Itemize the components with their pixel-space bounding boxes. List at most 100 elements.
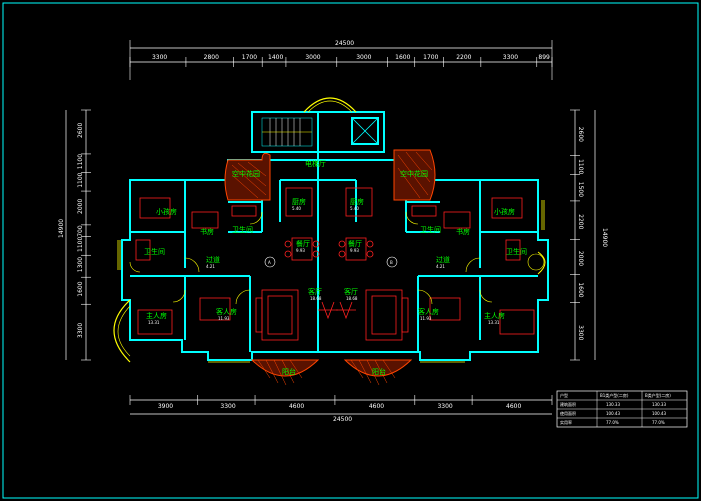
- left-dim-segment-label: 1600: [77, 281, 84, 296]
- left-dim-segment-label: 2000: [77, 199, 84, 214]
- elevator-hall-arc: [303, 97, 357, 113]
- window-lines: [117, 200, 545, 363]
- left-dim-segment-label: 1100: [77, 237, 84, 252]
- top-dim-segment-label: 1700: [423, 54, 438, 61]
- right-dim-segment-label: 1100: [577, 159, 584, 174]
- label-right-bath1: 卫生间: [420, 225, 441, 234]
- svg-text:100.43: 100.43: [652, 411, 666, 416]
- bottom-total-dimension: 24500: [333, 416, 352, 423]
- table-header-0: 户型: [560, 392, 568, 398]
- right-dim-segment-label: 2000: [577, 251, 584, 266]
- svg-text:B: B: [390, 260, 393, 265]
- table-header-2: B类户型(二房): [645, 392, 671, 398]
- area-table: 户型 B1类户型(二房) B类户型(二房) 建筑面积 130.33 130.33…: [556, 390, 688, 428]
- top-dim-segment-label: 3300: [152, 54, 167, 61]
- top-dim-segment-label: 1600: [395, 54, 410, 61]
- bay-window-left: [113, 299, 131, 363]
- label-left-bath1: 卫生间: [232, 225, 253, 234]
- svg-text:77.0%: 77.0%: [606, 420, 619, 425]
- left-total-dimension: 14900: [58, 219, 65, 238]
- bottom-dim-segment-label: 4600: [289, 403, 304, 410]
- top-dim-segment-label: 3000: [305, 54, 320, 61]
- top-dim-segment-label: 1700: [242, 54, 257, 61]
- top-dim-segment-label: 2800: [204, 54, 219, 61]
- label-left-master: 主人房: [146, 311, 167, 320]
- unit-marker-a: A: [264, 256, 276, 268]
- bottom-dim-segment-label: 4600: [506, 403, 521, 410]
- svg-text:9.93: 9.93: [350, 248, 359, 253]
- top-dim-segment-label: 899: [538, 54, 550, 61]
- furniture: [135, 187, 535, 341]
- top-dim-segment-label: 3300: [503, 54, 518, 61]
- label-right-guest: 客人房: [418, 307, 439, 316]
- svg-text:13.31: 13.31: [148, 320, 160, 325]
- label-left-study: 书房: [200, 227, 214, 236]
- left-dim-segment-label: 3300: [77, 323, 84, 338]
- left-dim-segment-label: 700: [77, 225, 84, 237]
- left-dim-segment-label: 1300: [77, 257, 84, 272]
- svg-text:13.31: 13.31: [488, 320, 500, 325]
- label-left-hall: 过道: [206, 255, 220, 264]
- label-left-balcony: 阳台: [282, 367, 296, 376]
- label-left-kitchen: 厨房: [292, 197, 306, 206]
- sky-garden-left: [224, 152, 271, 201]
- bay-window-right: [537, 251, 546, 275]
- top-dim-segment-label: 1400: [268, 54, 283, 61]
- bottom-dim-segment-label: 3300: [220, 403, 235, 410]
- right-dim-segment-label: 1600: [577, 282, 584, 297]
- svg-text:5.40: 5.40: [292, 206, 301, 211]
- svg-text:77.0%: 77.0%: [652, 420, 665, 425]
- right-dim-segment-label: 2600: [577, 127, 584, 142]
- top-dim-segment-label: 2200: [456, 54, 471, 61]
- building-walls: [121, 111, 549, 361]
- balcony-left: [250, 359, 320, 386]
- label-right-living: 客厅: [344, 287, 358, 296]
- label-right-study: 书房: [456, 227, 470, 236]
- bottom-dim-segment-label: 3900: [158, 403, 173, 410]
- label-right-kitchen: 厨房: [350, 197, 364, 206]
- label-left-garden: 空中花园: [232, 169, 260, 178]
- svg-text:建筑面积: 建筑面积: [560, 401, 576, 407]
- label-right-master: 主人房: [484, 311, 505, 320]
- right-dim-segment-label: 2200: [577, 214, 584, 229]
- right-total-dimension: 14900: [601, 228, 608, 247]
- svg-text:5.40: 5.40: [350, 206, 359, 211]
- unit-marker-b: B: [386, 256, 398, 268]
- svg-text:100.43: 100.43: [606, 411, 620, 416]
- bottom-dimension-chain: 24500 3900 3300 4600 4600 3300 4600: [129, 395, 553, 423]
- label-left-bath2: 卫生间: [144, 247, 165, 256]
- top-total-dimension: 24500: [335, 40, 354, 47]
- svg-text:11.93: 11.93: [218, 316, 230, 321]
- svg-text:18.68: 18.68: [310, 296, 322, 301]
- label-left-dining: 餐厅: [296, 239, 310, 248]
- stairwell: [261, 117, 313, 147]
- bottom-dim-segment-label: 3300: [437, 403, 452, 410]
- svg-text:实用率: 实用率: [560, 419, 572, 425]
- right-dim-segment-label: 3300: [577, 325, 584, 340]
- svg-text:4.21: 4.21: [436, 264, 445, 269]
- label-right-garden: 空中花园: [400, 169, 428, 178]
- label-left-living: 客厅: [308, 287, 322, 296]
- bottom-dim-segment-label: 4600: [369, 403, 384, 410]
- svg-text:130.33: 130.33: [652, 402, 666, 407]
- balcony-right: [343, 359, 413, 386]
- label-left-guest: 客人房: [216, 307, 237, 316]
- left-dim-segment-label: 1100: [77, 154, 84, 169]
- label-right-small: 小孩房: [494, 207, 515, 216]
- svg-text:18.68: 18.68: [346, 296, 358, 301]
- left-dim-segment-label: 1100: [77, 172, 84, 187]
- label-right-bath2: 卫生间: [506, 247, 527, 256]
- label-right-balcony: 阳台: [372, 367, 386, 376]
- svg-text:9.93: 9.93: [296, 248, 305, 253]
- left-dimension-chain: 14900 2600110011002000700110013001600330…: [58, 109, 91, 361]
- table-header-1: B1类户型(二房): [600, 392, 629, 398]
- label-elevator-hall: 电梯厅: [305, 159, 326, 168]
- svg-text:4.21: 4.21: [206, 264, 215, 269]
- svg-text:使用面积: 使用面积: [560, 410, 576, 416]
- area-values: 9.93 9.93 13.31 13.31 18.68 18.68 4.21 4…: [148, 206, 500, 325]
